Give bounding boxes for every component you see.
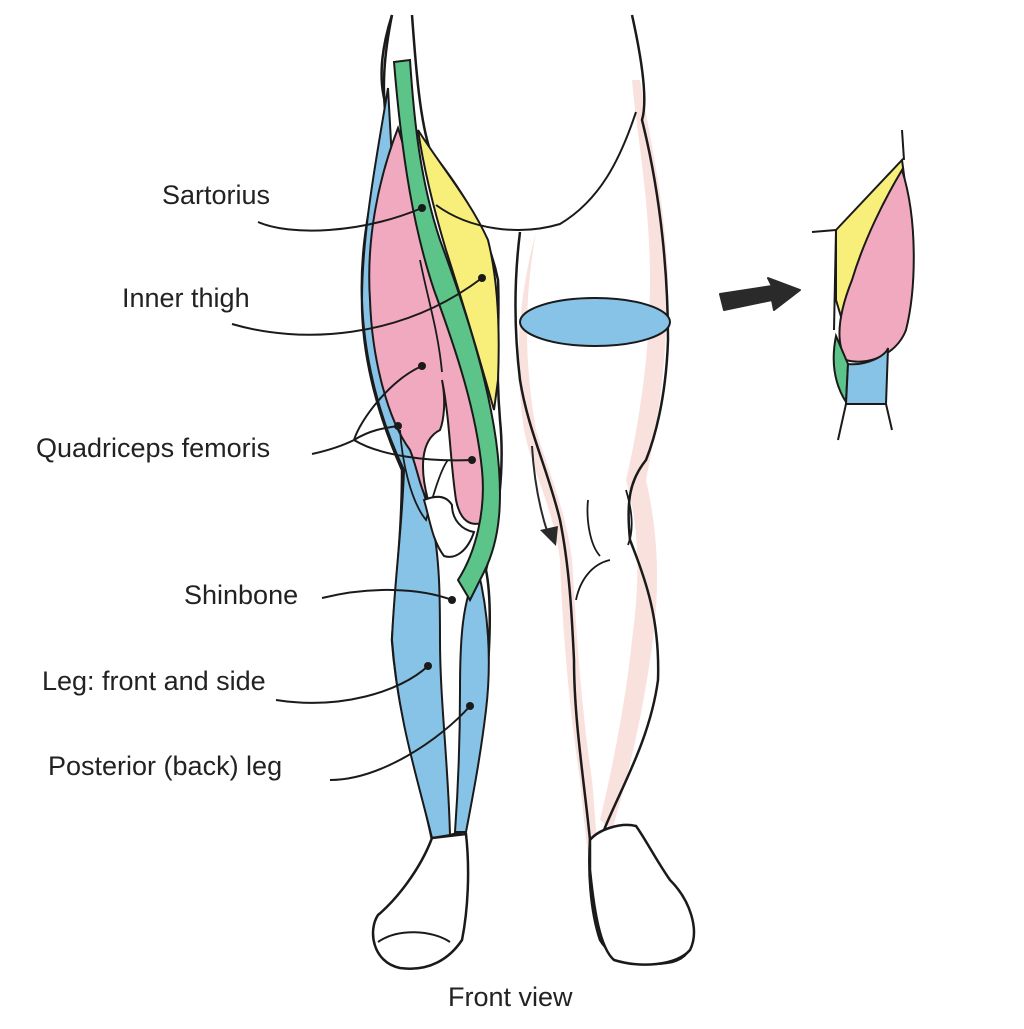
dot-leg-front-side bbox=[424, 662, 432, 670]
left-leg bbox=[360, 14, 503, 970]
right-knee-lines bbox=[575, 489, 633, 601]
leader-quadriceps-a bbox=[311, 365, 423, 455]
sartorius-muscle bbox=[392, 58, 501, 603]
caption-front-view: Front view bbox=[448, 982, 573, 1012]
leader-shinbone bbox=[321, 589, 453, 601]
left-foot-sole-line bbox=[377, 931, 451, 943]
left-foot bbox=[371, 832, 470, 970]
quadriceps-division-line bbox=[399, 259, 449, 522]
crotch-curve bbox=[435, 111, 637, 231]
dot-shinbone bbox=[448, 596, 456, 604]
leader-inner-thigh bbox=[231, 277, 483, 336]
right-foot bbox=[588, 823, 696, 966]
inset-outline-top bbox=[811, 129, 905, 233]
inset-detail bbox=[811, 129, 915, 441]
dot-quadriceps-a bbox=[418, 362, 426, 370]
right-leg bbox=[380, 14, 696, 966]
leader-posterior-leg bbox=[329, 705, 471, 781]
thigh-cross-section bbox=[519, 297, 671, 347]
dot-sartorius bbox=[418, 204, 426, 212]
label-inner-thigh: Inner thigh bbox=[122, 283, 250, 313]
inset-blue bbox=[844, 347, 889, 405]
label-sartorius: Sartorius bbox=[162, 180, 271, 210]
right-leg-outer-shade bbox=[600, 80, 668, 830]
label-posterior-leg: Posterior (back) leg bbox=[48, 751, 283, 781]
leader-dots bbox=[394, 204, 486, 710]
label-leg-front-side: Leg: front and side bbox=[42, 666, 266, 696]
right-leg-inner-contour bbox=[514, 231, 592, 841]
dot-quadriceps-b bbox=[394, 422, 402, 430]
right-leg-inner-shade bbox=[518, 232, 608, 910]
posterior-leg-muscle bbox=[453, 567, 490, 833]
arrow-down-icon bbox=[531, 445, 558, 546]
knee-patch bbox=[422, 495, 476, 558]
leader-lines bbox=[231, 207, 483, 781]
leader-leg-front-side bbox=[275, 665, 429, 704]
dot-inner-thigh bbox=[478, 274, 486, 282]
label-quadriceps-femoris: Quadriceps femoris bbox=[36, 433, 271, 463]
leader-quadriceps-c bbox=[353, 439, 473, 462]
inset-sides bbox=[833, 229, 893, 441]
inner-thigh-muscle bbox=[417, 129, 500, 411]
dot-posterior-leg bbox=[466, 702, 474, 710]
label-shinbone: Shinbone bbox=[184, 580, 299, 610]
hip-contour bbox=[380, 14, 394, 99]
arrow-right-icon bbox=[719, 277, 801, 311]
dot-quadriceps-c bbox=[468, 456, 476, 464]
leader-sartorius bbox=[257, 207, 423, 232]
